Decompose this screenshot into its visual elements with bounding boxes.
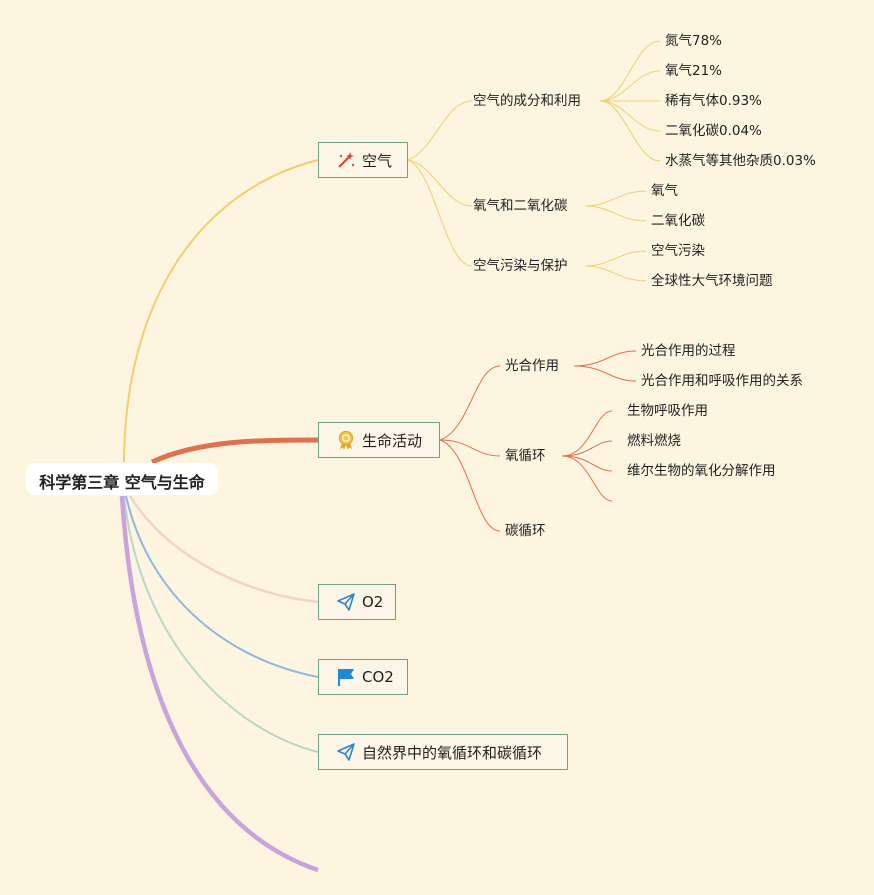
leaf-photosynthesis-respiration[interactable]: 光合作用和呼吸作用的关系 — [641, 373, 803, 389]
leaf-co2[interactable]: 二氧化碳 — [651, 213, 705, 229]
branch-life[interactable]: 生命活动 — [318, 422, 440, 458]
branch-o2[interactable]: O2 — [318, 584, 396, 620]
leaf-oxygen[interactable]: 氧气 — [651, 183, 678, 199]
leaf-nitrogen[interactable]: 氮气78% — [665, 33, 723, 49]
paper-plane-icon — [336, 742, 356, 762]
leaf-respiration[interactable]: 生物呼吸作用 — [627, 403, 708, 419]
branch-co2[interactable]: CO2 — [318, 659, 408, 695]
branch-air-label: 空气 — [362, 151, 393, 170]
branch-cycle-label: 自然界中的氧循环和碳循环 — [362, 743, 543, 762]
link-root-o2 — [128, 495, 319, 604]
leaf-fuel-combustion[interactable]: 燃料燃烧 — [627, 433, 681, 449]
branch-life-label: 生命活动 — [362, 431, 423, 450]
leaf-air-pollution[interactable]: 空气污染 — [651, 243, 705, 259]
subtopic-air-pollution[interactable]: 空气污染与保护 — [473, 258, 568, 274]
root-topic[interactable]: 科学第三章 空气与生命 — [26, 463, 218, 495]
subtopic-photosynthesis[interactable]: 光合作用 — [505, 358, 559, 374]
subtopic-carbon-cycle[interactable]: 碳循环 — [505, 523, 546, 539]
medal-icon — [336, 430, 356, 450]
leaf-oxygen-percent[interactable]: 氧气21% — [665, 63, 723, 79]
leaf-global-atmosphere[interactable]: 全球性大气环境问题 — [651, 273, 773, 289]
link-root-cycle — [123, 495, 319, 753]
subtopic-air-composition[interactable]: 空气的成分和利用 — [473, 93, 581, 109]
branch-air[interactable]: 空气 — [318, 142, 408, 178]
branch-co2-label: CO2 — [362, 668, 394, 686]
link-root-extra — [119, 495, 319, 873]
leaf-photosynthesis-process[interactable]: 光合作用的过程 — [641, 343, 736, 359]
leaf-water-vapor[interactable]: 水蒸气等其他杂质0.03% — [665, 153, 816, 169]
flag-icon — [336, 667, 356, 687]
leaf-microbe-decomposition[interactable]: 维尔生物的氧化分解作用 — [627, 463, 776, 479]
subtopic-oxygen-co2[interactable]: 氧气和二氧化碳 — [473, 198, 568, 214]
branch-cycle[interactable]: 自然界中的氧循环和碳循环 — [318, 734, 568, 770]
link-root-co2 — [125, 495, 319, 678]
leaf-co2-percent[interactable]: 二氧化碳0.04% — [665, 123, 762, 139]
leaf-noble-gas[interactable]: 稀有气体0.93% — [665, 93, 762, 109]
subtopic-oxygen-cycle[interactable]: 氧循环 — [505, 448, 546, 464]
branch-o2-label: O2 — [362, 593, 384, 611]
root-topic-label: 科学第三章 空气与生命 — [39, 473, 205, 492]
wand-icon — [336, 150, 356, 170]
link-root-air — [123, 159, 319, 463]
paper-plane-icon — [336, 592, 356, 612]
link-root-life — [150, 437, 319, 465]
